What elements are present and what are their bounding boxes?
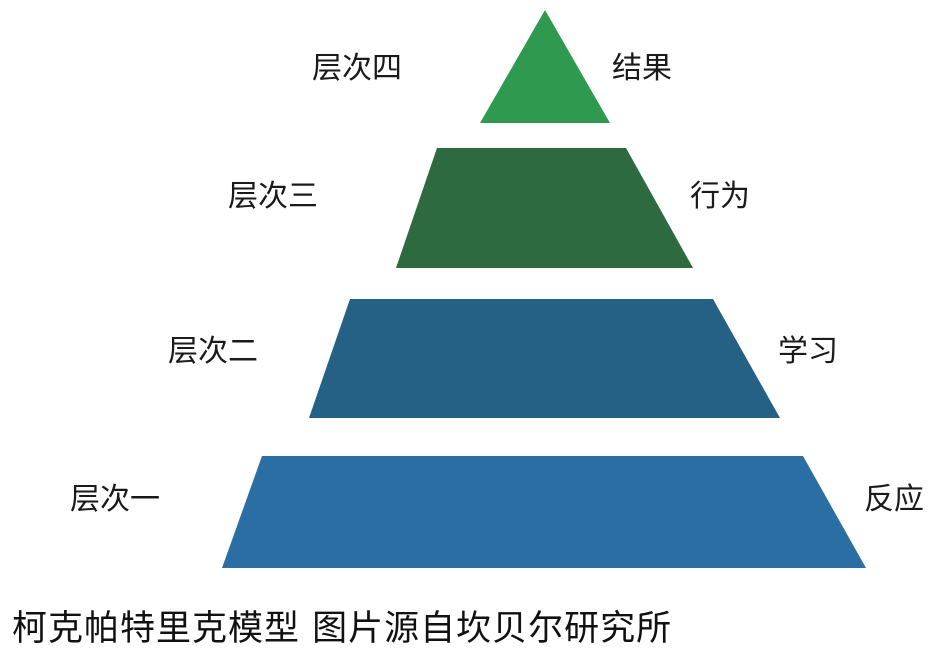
- level-1-label: 层次一: [70, 482, 160, 517]
- level-4-name: 结果: [612, 51, 672, 86]
- pyramid-level-3-behavior: [396, 148, 693, 268]
- pyramid-level-1-reaction: [222, 456, 866, 568]
- caption: 柯克帕特里克模型 图片源自坎贝尔研究所: [12, 609, 673, 649]
- level-4-label: 层次四: [312, 51, 402, 86]
- level-2-label: 层次二: [168, 334, 258, 369]
- level-2-name: 学习: [778, 334, 838, 369]
- pyramid-level-4-results: [480, 10, 610, 123]
- pyramid-level-2-learning: [309, 299, 780, 418]
- level-3-label: 层次三: [228, 179, 318, 214]
- level-1-name: 反应: [864, 482, 924, 517]
- level-3-name: 行为: [690, 179, 750, 214]
